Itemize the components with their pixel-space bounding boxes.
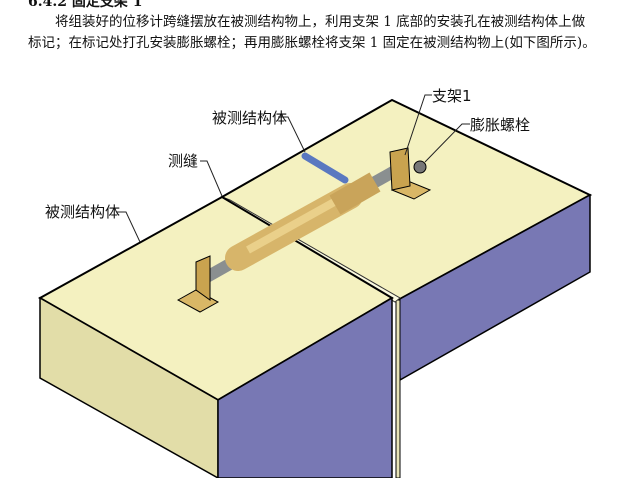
displacement-gauge: [202, 162, 403, 284]
label-crack: 测缝: [168, 152, 198, 170]
expansion-bolt: [413, 160, 427, 174]
section-heading: 6.4.2 固定支架 1: [28, 0, 143, 10]
label-structure-back: 被测结构体: [212, 109, 287, 127]
label-structure-left: 被测结构体: [45, 203, 120, 221]
label-bolt: 膨胀螺栓: [470, 116, 530, 134]
bracket-1: [389, 147, 432, 200]
left-structure-block: [37, 195, 394, 478]
body-paragraph: 将组装好的位移计跨缝摆放在被测结构物上，利用支架 1 底部的安装孔在被测结构体上…: [28, 14, 596, 51]
bracket-left: [176, 255, 220, 313]
blue-rod: [301, 152, 349, 184]
label-bracket: 支架1: [432, 87, 472, 105]
